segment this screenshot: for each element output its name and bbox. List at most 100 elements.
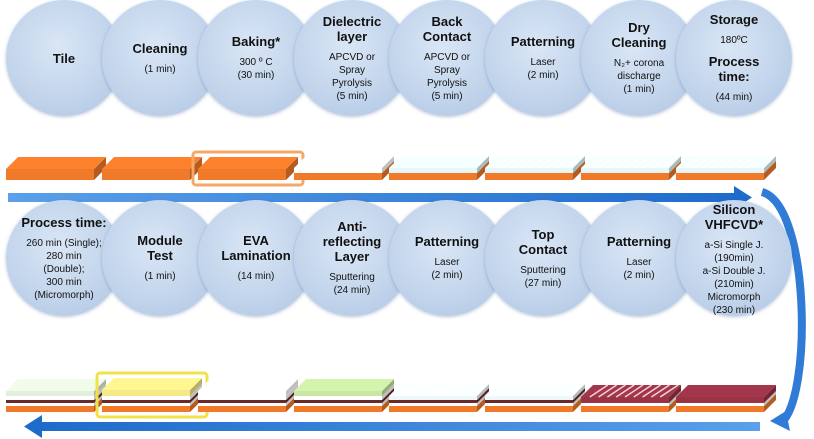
step-detail: N₂+ corona (613, 58, 665, 69)
step-title: Baking* (231, 34, 281, 49)
step-detail: Laser (434, 257, 460, 268)
tile-anti-reflect-layer-front (294, 396, 382, 400)
tile-silicon-patterned-laser-scribe (651, 384, 670, 398)
tile-patterned-laser-scribe (528, 155, 548, 169)
tile-cleaned-top-face (102, 157, 202, 169)
tile-finished-layer-front (6, 391, 94, 396)
tile-finished-top-face (6, 379, 106, 391)
step-title: Dielectric (322, 13, 382, 29)
tile-dielectric-layer-side (382, 161, 394, 180)
tile-dry-cleaned-laser-scribe (615, 155, 635, 169)
tile-baked-top-face (198, 157, 298, 169)
step-detail: (Micromorph) (34, 289, 94, 301)
step-title: Lamination (221, 248, 291, 263)
tile-patterned-top-laser-scribe (467, 383, 487, 397)
tile-module-test-layer-front (102, 396, 190, 400)
tile-patterned-top-layer-front (389, 406, 477, 412)
step-detail: (Double); (43, 263, 85, 275)
step-title: Cleaning (611, 35, 667, 50)
bottom-arrow-shaft (40, 422, 760, 431)
tile-dry-cleaned-layer-front (581, 168, 669, 173)
top-arrow-shaft (8, 193, 736, 202)
tile-dry-cleaned-laser-scribe (633, 155, 653, 169)
tile-silicon-patterned-layer-front (581, 406, 669, 412)
tile-silicon-layer-side (764, 391, 776, 406)
tile-top-contact-layer-side (573, 384, 585, 400)
tile-patterned-top-laser-scribe (397, 383, 417, 397)
tile-top-contact-layer-front (485, 403, 573, 406)
tile-stored-laser-scribe (754, 155, 774, 169)
tile-stored-laser-scribe (746, 155, 765, 169)
tile-stored-laser-scribe (710, 155, 730, 169)
tile-eva-layer-front (198, 396, 286, 400)
tile-back-contact-layer-side (477, 161, 489, 180)
step-detail: 300 min (46, 276, 82, 288)
tile-patterned-top-laser-scribe (415, 383, 434, 397)
tile-stored-laser-scribe (719, 155, 739, 169)
step-title: Layer (334, 249, 370, 264)
step-detail: (30 min) (237, 70, 275, 81)
tile-patterned-laser-scribe (563, 155, 583, 169)
tile-dry-cleaned-layer-side (669, 156, 681, 173)
tile-patterned-laser-scribe (537, 155, 557, 169)
step-title: Tile (52, 50, 76, 66)
tile-module-test-top-face (102, 378, 202, 390)
tile-raw-top-face (6, 157, 106, 169)
tile-anti-reflect-layer-front (294, 400, 382, 403)
step-title: VHFCVD* (704, 217, 764, 232)
tile-patterned-top-laser-scribe (423, 383, 443, 397)
tile-dielectric-layer-front (294, 173, 382, 180)
tile-stored-laser-scribe (702, 155, 721, 169)
step-detail: (2 min) (431, 270, 463, 281)
tile-patterned-laser-scribe (502, 155, 521, 169)
tile-module-test-layer-side (190, 384, 202, 400)
tile-raw-layer-side (94, 157, 106, 180)
tile-patterned-layer-front (485, 173, 573, 180)
step-title: Cleaning (132, 40, 188, 56)
step-title: Storage (709, 12, 759, 27)
step-detail: (1 min) (144, 271, 176, 282)
step-title: layer (336, 28, 368, 44)
tile-silicon-patterned-laser-scribe (633, 384, 653, 398)
tile-stored-laser-scribe (737, 155, 756, 169)
step-title: Top (531, 226, 555, 242)
curved-return-arrow (760, 188, 806, 425)
tile-stored-layer-front (676, 173, 764, 180)
step-title: Dry (628, 20, 650, 35)
step-detail: (210min) (714, 279, 754, 290)
step-detail: (190min) (714, 253, 754, 264)
tile-silicon-layer-front (676, 406, 764, 412)
tile-stored-layer-front (676, 168, 764, 173)
step-title: Process (708, 54, 760, 69)
tile-eva-layer-front (198, 400, 286, 403)
step-title: Patterning (414, 234, 480, 249)
tile-silicon-patterned-layer-front (581, 403, 669, 406)
tile-patterned-layer-side (573, 156, 585, 173)
tile-patterned-top-laser-scribe (432, 383, 452, 397)
tile-silicon-patterned-laser-scribe (642, 384, 661, 398)
tile-patterned-laser-scribe (519, 155, 539, 169)
tile-silicon-layer-front (676, 397, 764, 403)
tile-module-test-layer-front (102, 400, 190, 403)
tile-patterned-top-layer-front (389, 396, 477, 400)
step-circle-process-time-total: Process time:260 min (Single);280 min(Do… (6, 200, 122, 316)
tile-dry-cleaned-laser-scribe (659, 155, 679, 169)
tile-dry-cleaned-laser-scribe (651, 155, 670, 169)
tile-silicon-layer-front (676, 403, 764, 406)
tile-top-contact-layer-side (573, 388, 585, 403)
tile-silicon-patterned-laser-scribe (607, 384, 626, 398)
step-title: Patterning (606, 234, 672, 249)
tile-patterned-laser-scribe (546, 155, 565, 169)
